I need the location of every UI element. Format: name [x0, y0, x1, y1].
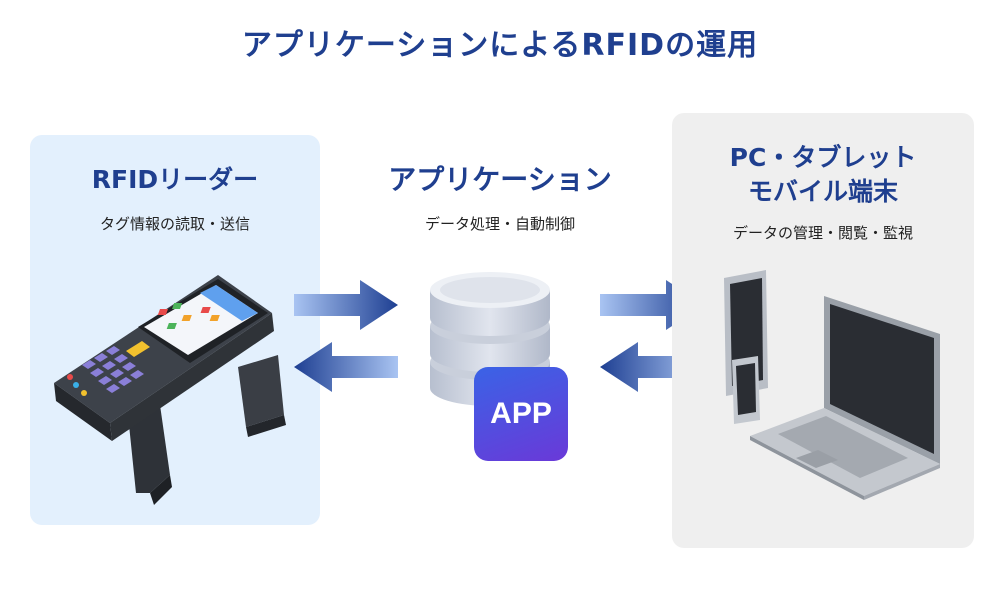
rfid-reader-heading: RFIDリーダー: [91, 165, 259, 194]
tablet-phone-laptop-icon: [724, 270, 940, 500]
arrow-to-application-return: [600, 342, 704, 392]
devices-heading-line2: モバイル端末: [747, 177, 898, 206]
application-heading: アプリケーション: [388, 163, 612, 196]
arrow-to-application: [294, 280, 398, 330]
arrow-to-reader: [294, 342, 398, 392]
rfid-reader-caption: タグ情報の読取・送信: [99, 215, 250, 233]
diagram-title: アプリケーションによるRFIDの運用: [241, 28, 759, 63]
app-badge: APP: [474, 367, 568, 461]
devices-caption: データの管理・閲覧・監視: [732, 224, 913, 242]
devices-heading-line1: PC・タブレット: [729, 143, 917, 172]
application-caption: データ処理・自動制御: [424, 215, 575, 233]
rfid-handheld-reader-icon: [54, 275, 286, 505]
